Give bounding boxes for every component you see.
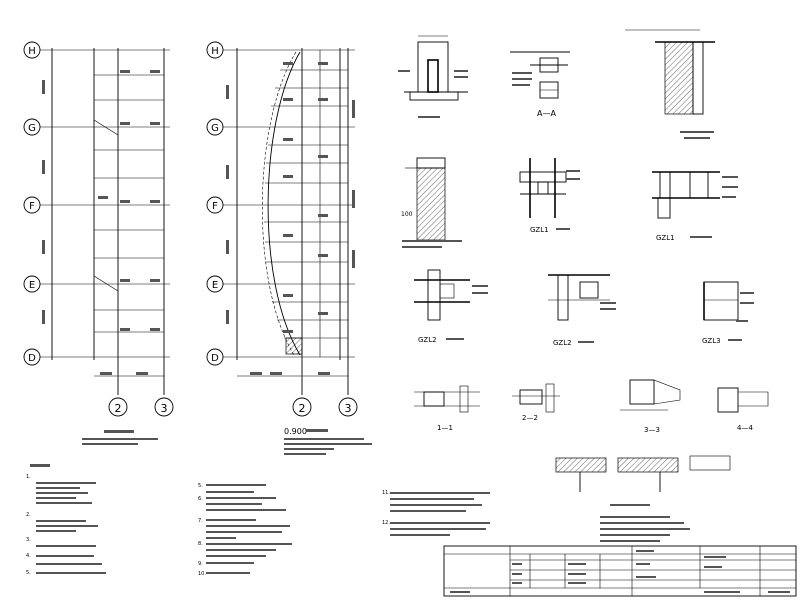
detail-gzl3: GZL3	[702, 281, 754, 345]
svg-text:G: G	[211, 123, 219, 134]
axis-bubble-3b: 3	[338, 397, 358, 417]
detail-top-right	[625, 29, 715, 139]
axis-bubble-e2: E	[206, 275, 224, 293]
left-plan-col-axes: 2 3	[108, 397, 174, 417]
section-label-1-1: 1—1	[437, 424, 453, 432]
svg-text:7.: 7.	[198, 518, 203, 524]
middle-plan-col-axes: 2 3	[292, 397, 358, 417]
detail-top-left	[398, 35, 468, 118]
detail-section-a: A—A	[510, 51, 570, 118]
svg-text:5.: 5.	[198, 483, 203, 489]
axis-bubble-g2: G	[206, 118, 224, 136]
middle-framing-plan: H G F E D	[206, 41, 372, 455]
svg-text:F: F	[212, 201, 218, 212]
dimension-100: 100	[401, 211, 413, 218]
svg-text:2: 2	[299, 402, 306, 415]
svg-text:11.: 11.	[382, 490, 390, 496]
svg-text:8.: 8.	[198, 541, 203, 547]
detail-gzl2: GZL2	[414, 269, 488, 344]
axis-bubble-d2: D	[206, 348, 224, 366]
svg-text:G: G	[28, 123, 36, 134]
detail-mid-left: 100	[401, 157, 462, 248]
right-notes: 11. 12.	[382, 490, 690, 542]
section-1-1: 1—1	[414, 385, 480, 432]
axis-bubble-h: H	[23, 41, 41, 59]
axis-bubble-e: E	[23, 275, 41, 293]
general-notes: 1. 2. 3. 4. 5.	[26, 464, 106, 576]
axis-bubble-2: 2	[108, 397, 128, 417]
detail-gzl2-b: GZL2	[548, 274, 616, 347]
axis-bubble-d: D	[23, 348, 41, 366]
svg-text:4.: 4.	[26, 553, 31, 559]
svg-text:E: E	[29, 280, 35, 291]
svg-text:2.: 2.	[26, 512, 31, 518]
section-3-3: 3—3	[620, 379, 681, 434]
section-4-4: 4—4	[717, 387, 769, 432]
svg-text:1.: 1.	[26, 474, 31, 480]
title-block	[443, 545, 797, 597]
detail-label-gzl3: GZL3	[702, 337, 721, 345]
detail-label-gzl1-a: GZL1	[530, 226, 549, 234]
svg-text:D: D	[28, 353, 36, 364]
middle-plan-row-axes: H G F E D	[206, 41, 224, 366]
section-label-2-2: 2—2	[522, 414, 538, 422]
svg-text:3.: 3.	[26, 537, 31, 543]
svg-text:10.: 10.	[198, 571, 206, 577]
left-framing-plan: H G F E D	[23, 41, 174, 445]
plan-elevation-label: 0.900	[284, 427, 307, 436]
svg-text:2: 2	[115, 402, 122, 415]
section-label-4-4: 4—4	[737, 424, 753, 432]
svg-text:12.: 12.	[382, 520, 390, 526]
detail-label-gzl2-b: GZL2	[553, 339, 572, 347]
left-plan-title	[82, 430, 158, 445]
section-label-a: A—A	[537, 109, 556, 118]
svg-text:H: H	[28, 46, 36, 57]
detail-gzl1-a: GZL1	[519, 158, 580, 234]
axis-bubble-3: 3	[154, 397, 174, 417]
middle-notes: 5. 6. 7. 8. 9. 10.	[198, 483, 292, 577]
axis-bubble-h2: H	[206, 41, 224, 59]
middle-plan-title: 0.900	[284, 427, 372, 455]
section-2-2: 2—2	[512, 383, 560, 422]
axis-bubble-2b: 2	[292, 397, 312, 417]
foundation-detail	[555, 455, 731, 506]
svg-text:9.: 9.	[198, 561, 203, 567]
axis-bubble-g: G	[23, 118, 41, 136]
detail-label-gzl1-b: GZL1	[656, 234, 675, 242]
svg-text:5.: 5.	[26, 570, 31, 576]
axis-bubble-f: F	[23, 196, 41, 214]
svg-text:F: F	[29, 201, 35, 212]
axis-bubble-f2: F	[206, 196, 224, 214]
svg-text:E: E	[212, 280, 218, 291]
svg-text:D: D	[211, 353, 219, 364]
detail-label-gzl2: GZL2	[418, 336, 437, 344]
detail-gzl1-b: GZL1	[652, 171, 738, 242]
svg-text:6.: 6.	[198, 496, 203, 502]
section-label-3-3: 3—3	[644, 426, 660, 434]
left-plan-row-axes: H G F E D	[23, 41, 41, 366]
svg-text:3: 3	[345, 402, 352, 415]
svg-text:H: H	[211, 46, 219, 57]
svg-text:3: 3	[161, 402, 168, 415]
